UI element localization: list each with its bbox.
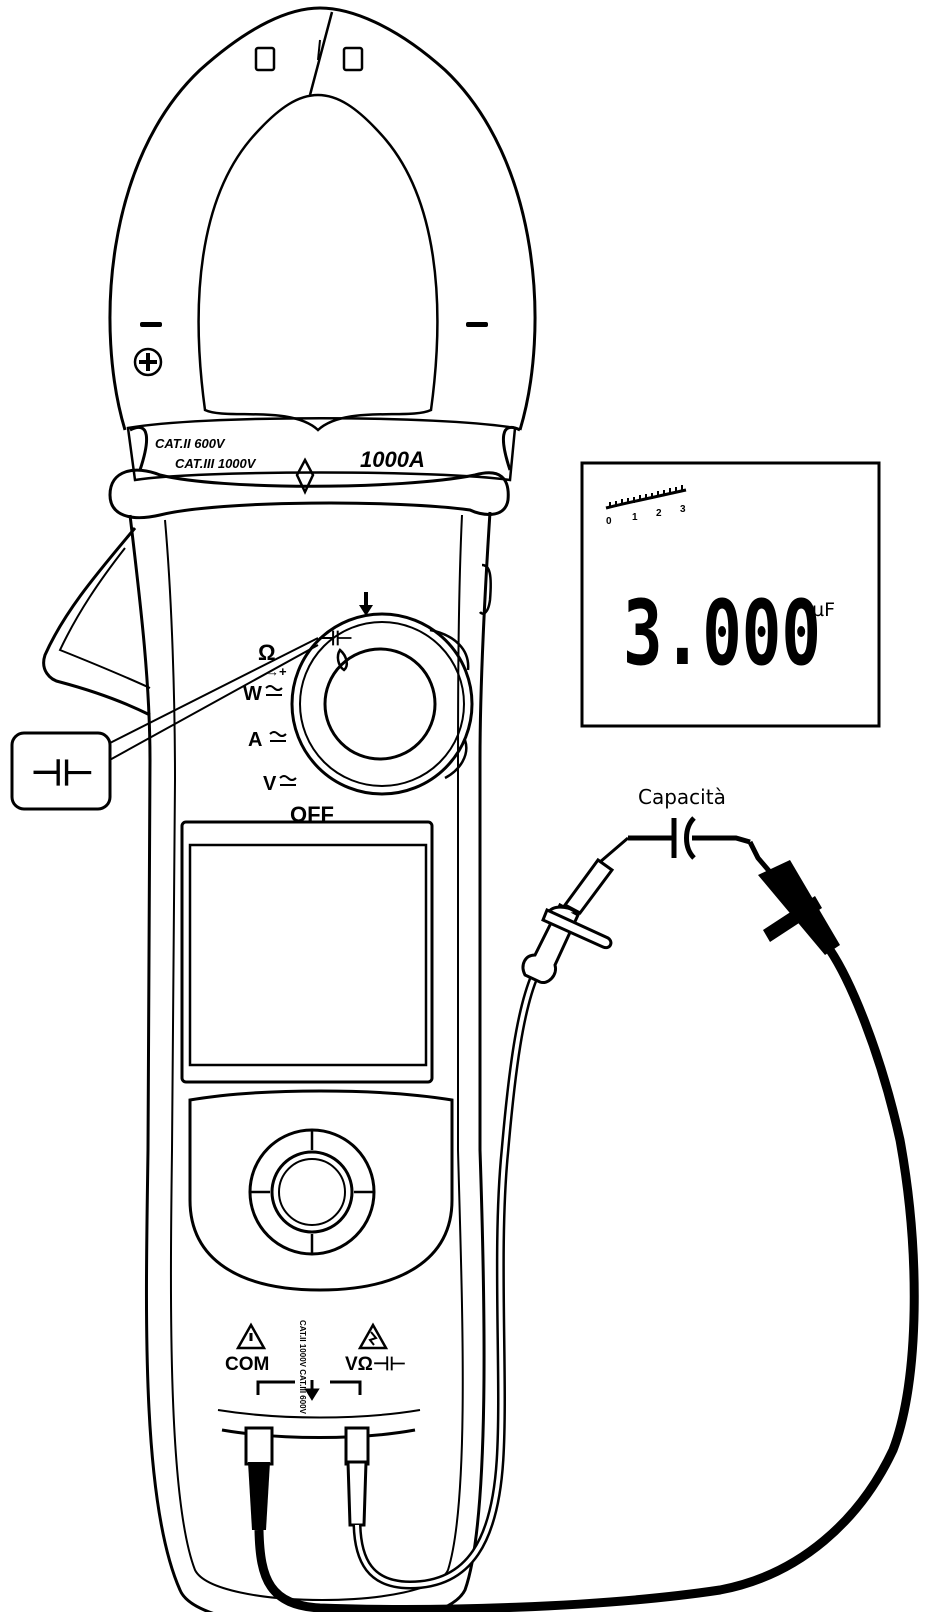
- meter-display: [180, 820, 434, 1084]
- v-plug: [344, 1426, 370, 1527]
- dial-position-arrow-icon: [359, 592, 373, 616]
- jaw-plus-icon: [133, 347, 163, 377]
- rotary-dial[interactable]: [290, 612, 474, 796]
- white-probe: [521, 836, 629, 985]
- terminal-bracket: [256, 1380, 362, 1401]
- jaw-rating-band: [126, 417, 517, 482]
- capacitor-under-test: [628, 816, 751, 860]
- lcd-scale-tick-0: 0: [606, 516, 612, 527]
- dial-pointer-icon: [336, 648, 349, 672]
- nav-button-panel: [188, 1089, 454, 1292]
- jaw-trigger-mark-icon: [295, 457, 315, 495]
- jaw-sensor-marks: [254, 46, 364, 72]
- callout-capacitance-symbol: ⊣⊢: [31, 752, 94, 793]
- nav-button[interactable]: [248, 1128, 376, 1256]
- white-test-lead-inner: [355, 974, 537, 1588]
- terminal-com-label: COM: [225, 1354, 269, 1375]
- dial-pos-amp: A: [248, 729, 262, 751]
- jaw-minus-right: [466, 322, 488, 327]
- meter-body: [128, 511, 492, 1612]
- dial-pos-capacitance: ⊣⊢: [318, 628, 353, 650]
- jack-rim: [217, 1409, 421, 1439]
- capacitor-label: Capacità: [638, 785, 726, 809]
- callout-leader-lines: [105, 637, 319, 763]
- jaw-minus-left: [140, 322, 162, 327]
- lcd-reading: 3.000: [623, 581, 821, 686]
- vohm-warning-icon: [357, 1322, 389, 1350]
- com-plug: [244, 1426, 274, 1530]
- lcd-scale-tick-3: 3: [680, 504, 686, 515]
- dial-pos-ohm: Ω: [258, 640, 276, 665]
- clamp-jaw: [108, 6, 537, 471]
- black-test-lead: [254, 947, 919, 1612]
- terminal-cat-marking: CAT.II 1000V CAT.III 600V: [298, 1320, 307, 1415]
- rating-cat-iii: CAT.III 1000V: [175, 456, 257, 471]
- lcd-unit: µF: [812, 599, 835, 621]
- lcd-bargraph: [605, 485, 687, 510]
- dial-pos-watt: W: [243, 683, 262, 705]
- white-test-lead-outer: [352, 973, 540, 1590]
- lcd-scale-tick-1: 1: [632, 512, 638, 523]
- body-collar: [108, 468, 510, 520]
- clamp-trigger-lever: [42, 527, 151, 717]
- dial-pos-volt: V: [263, 773, 277, 795]
- lcd-scale-tick-2: 2: [656, 508, 662, 519]
- dial-pos-diode: →+: [266, 664, 287, 679]
- callout-box: [10, 731, 112, 811]
- current-rating: 1000A: [360, 447, 425, 472]
- lcd-readout-box: [580, 461, 881, 728]
- com-warning-icon: [235, 1322, 267, 1350]
- acdc-marks: [265, 685, 297, 786]
- black-probe: [747, 840, 840, 955]
- terminal-vohmcap-label: VΩ⊣⊢: [345, 1354, 406, 1375]
- rating-cat-ii: CAT.II 600V: [155, 436, 226, 451]
